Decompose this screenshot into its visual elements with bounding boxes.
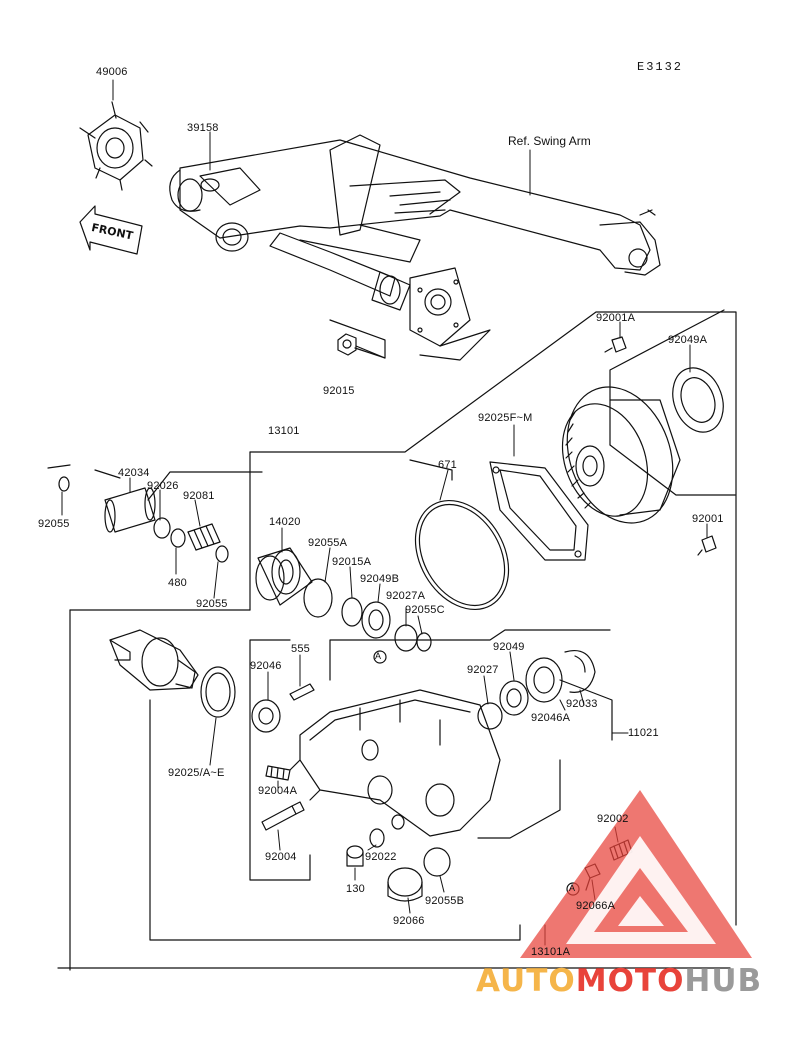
- part-label: 92025F~M: [478, 412, 533, 424]
- shim-gasket-92025F: [489, 461, 589, 561]
- part-label: 11021: [628, 727, 659, 739]
- part-label: 92015A: [332, 556, 372, 568]
- watermark-auto: AUTO: [476, 963, 576, 999]
- ring-92055-b: [215, 545, 229, 563]
- final-gear-case-11021: [289, 689, 501, 837]
- part-label: 92015: [323, 385, 355, 397]
- stud-92004: [261, 801, 305, 831]
- oring-92055A: [303, 578, 333, 618]
- part-label: 92081: [183, 490, 215, 502]
- part-label: 13101A: [531, 946, 571, 958]
- part-label: 92025/A~E: [168, 767, 225, 779]
- shim-92025A: [200, 666, 236, 718]
- pinion-gear: [109, 629, 199, 691]
- washer-92026: [153, 517, 171, 539]
- bearing-92046: [251, 699, 281, 733]
- diagram-code: E3132: [637, 60, 684, 74]
- callout-letter-2: A: [569, 883, 576, 893]
- part-label: 92049B: [360, 573, 400, 585]
- part-label: 671: [438, 459, 457, 471]
- part-label: 92055: [196, 598, 228, 610]
- part-label: 92055A: [308, 537, 348, 549]
- plug-92066: [387, 867, 423, 902]
- part-label: 92004A: [258, 785, 298, 797]
- pinion-shaft-42034: [104, 487, 156, 533]
- part-label: 92055C: [405, 604, 445, 616]
- part-label: 42034: [118, 467, 150, 479]
- plug-130: [346, 845, 364, 867]
- oring-92055B: [423, 847, 451, 877]
- part-label: 49006: [96, 66, 128, 78]
- bolt-92001: [697, 535, 717, 556]
- ring-92055-a: [58, 476, 70, 492]
- part-label: 92002: [597, 813, 629, 825]
- assembly-outline-lines: [47, 309, 737, 971]
- swing-arm-drawing: [169, 134, 661, 361]
- part-label: 14020: [269, 516, 301, 528]
- collar-92027: [477, 702, 503, 730]
- part-label: 92022: [365, 851, 397, 863]
- nut-92015-drawing: [337, 333, 386, 359]
- ring-92055C: [416, 632, 432, 652]
- bearing-92046A: [525, 657, 563, 703]
- part-label: 92026: [147, 480, 179, 492]
- oring-671: [414, 499, 510, 611]
- seal-92049: [499, 680, 529, 716]
- part-label: 92046: [250, 660, 282, 672]
- part-label: 92055B: [425, 895, 465, 907]
- part-label: 92027A: [386, 590, 426, 602]
- part-label: 13101: [268, 425, 300, 437]
- coupling-49006-drawing: [79, 101, 153, 191]
- watermark-logo-triangle: [520, 790, 752, 958]
- part-label: 92001A: [596, 312, 636, 324]
- spring-92081: [187, 523, 221, 551]
- watermark-wordmark: AUTOMOTOHUB: [476, 963, 762, 999]
- nut-92015A: [341, 597, 363, 627]
- part-label: 92049: [493, 641, 525, 653]
- part-label: 92046A: [531, 712, 571, 724]
- part-label: 92055: [38, 518, 70, 530]
- collar-92027A: [394, 624, 418, 652]
- part-label: 39158: [187, 122, 219, 134]
- part-label: 130: [346, 883, 365, 895]
- part-label: 92066A: [576, 900, 616, 912]
- watermark-hub: HUB: [684, 963, 763, 999]
- part-label: 92027: [467, 664, 499, 676]
- part-label: 92033: [566, 698, 598, 710]
- ref-swing-arm-label: Ref. Swing Arm: [508, 134, 591, 148]
- stud-92004A: [265, 765, 291, 781]
- watermark-moto: MOTO: [575, 963, 685, 999]
- ring-gear-assembly: [561, 386, 681, 524]
- part-label: 92001: [692, 513, 724, 525]
- part-label: 555: [291, 643, 310, 655]
- front-arrow: [79, 205, 143, 255]
- leader-lines: [61, 79, 708, 946]
- callout-marker-a-1: [373, 650, 387, 664]
- seal-92049B: [361, 601, 391, 639]
- washer-92022: [369, 828, 385, 848]
- seal-92049A: [672, 367, 724, 433]
- part-label: 92049A: [668, 334, 708, 346]
- damper-14020: [255, 547, 313, 606]
- bolt-92001A: [604, 336, 627, 353]
- callout-letter-1: A: [375, 651, 382, 661]
- nut-480: [170, 528, 186, 548]
- part-label: 480: [168, 577, 187, 589]
- part-label: 92004: [265, 851, 297, 863]
- pin-555: [289, 683, 315, 701]
- circlip-92033: [564, 650, 596, 693]
- part-label: 92066: [393, 915, 425, 927]
